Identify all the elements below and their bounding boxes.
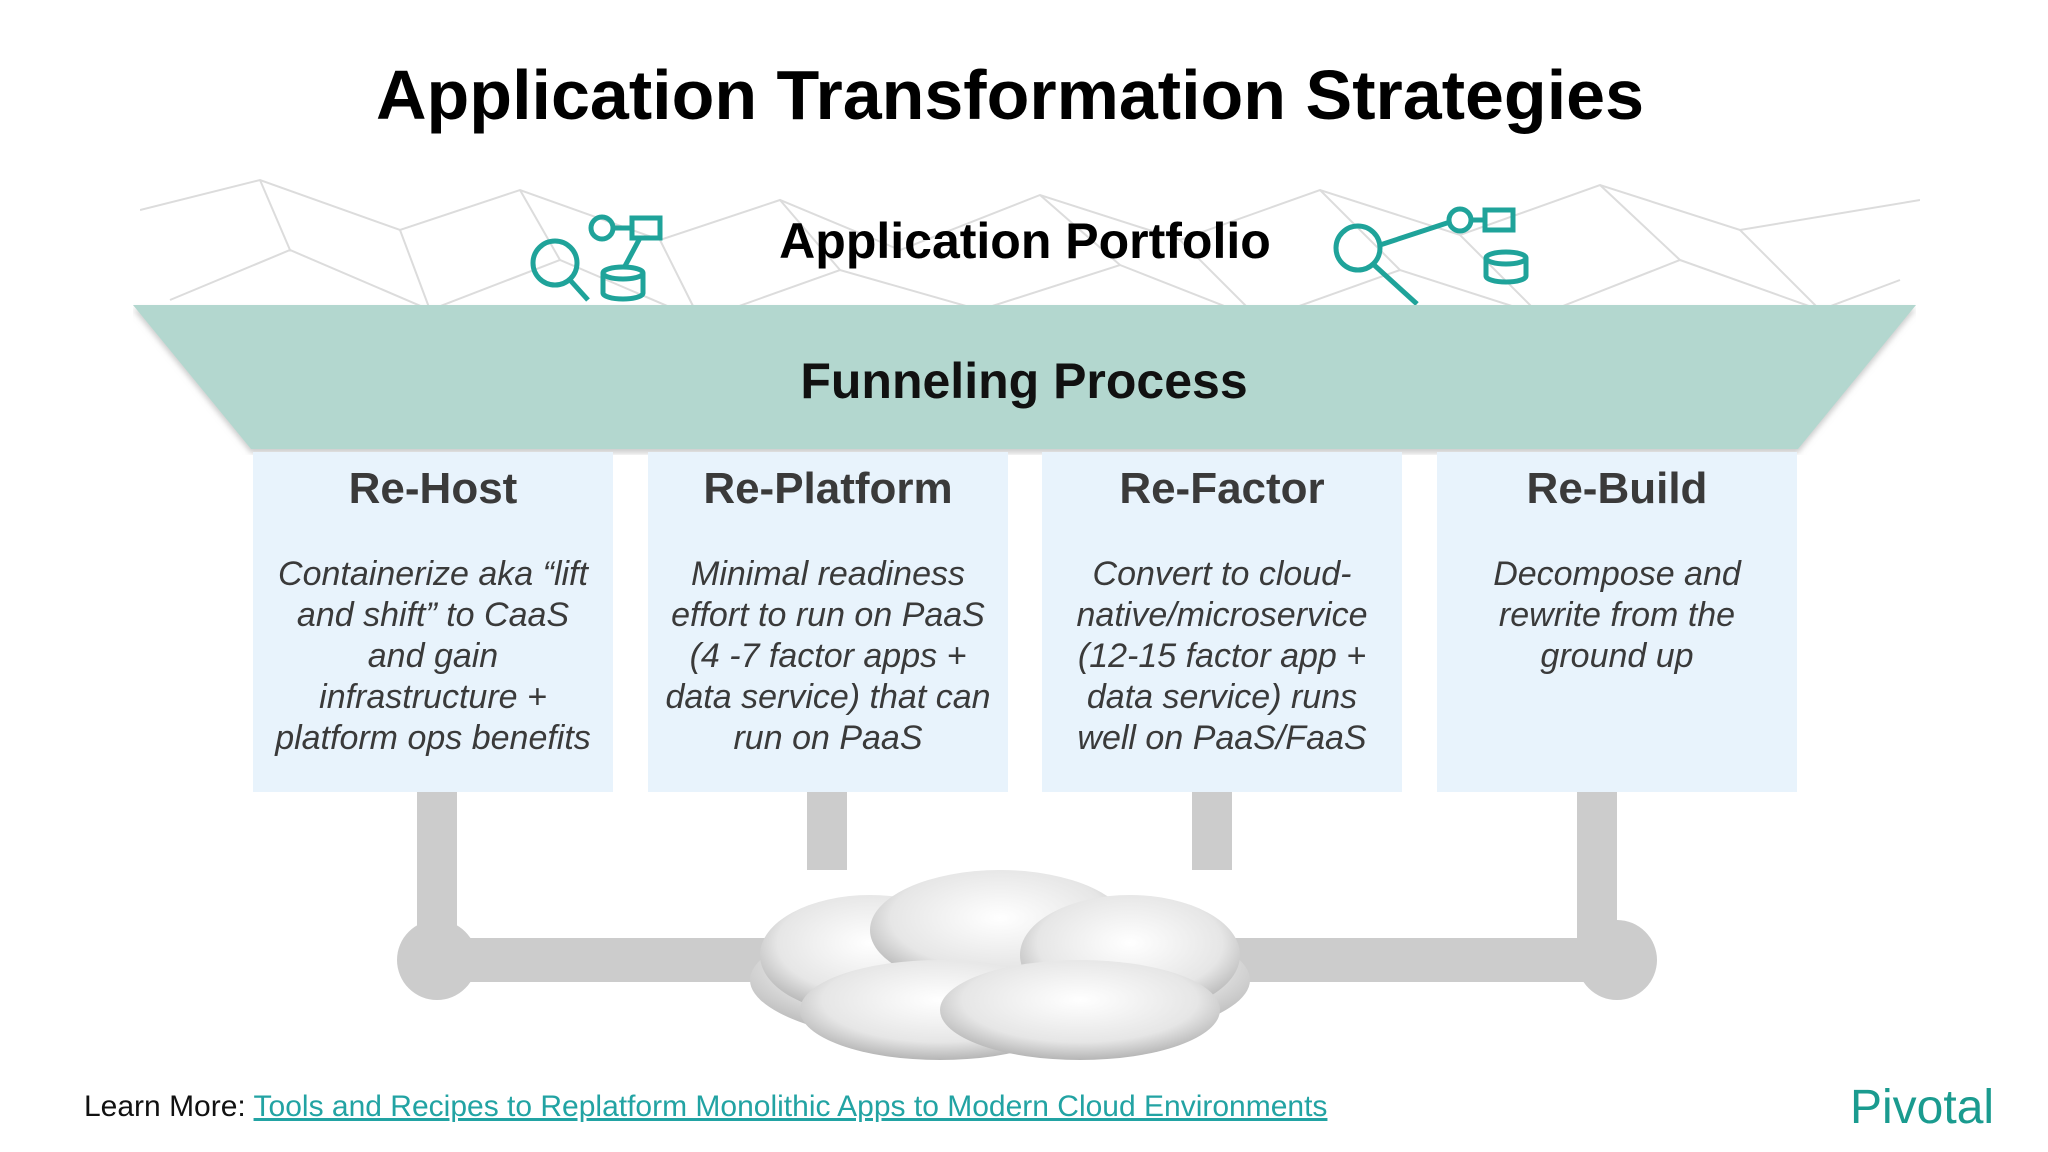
learn-more-label: Learn More: [84,1090,246,1123]
strategy-title: Re-Host [348,464,518,513]
strategy-description: Decompose and rewrite from the ground up [1493,555,1741,675]
learn-more-link[interactable]: Tools and Recipes to Replatform Monolith… [253,1090,1328,1123]
pivotal-logo: Pivotal [1850,1081,1995,1134]
strategy-card-replatform: Re-Platform Minimal readiness effort to … [648,452,1008,792]
portfolio-label: Application Portfolio [779,213,1271,269]
network-background [140,178,1920,322]
strategy-card-rebuild: Re-Build Decompose and rewrite from the … [1437,452,1797,792]
strategy-description: Containerize aka “lift and shift” to Caa… [275,555,591,757]
strategy-description: Minimal readiness effort to run on PaaS … [665,555,991,757]
funnel-label: Funneling Process [800,353,1248,409]
search-network-icon [1333,206,1529,306]
strategy-title: Re-Platform [703,464,953,513]
strategy-title: Re-Factor [1119,464,1325,513]
funnel-shape [133,305,1916,449]
strategy-description: Convert to cloud-native/microservice (12… [1076,555,1368,757]
footer: Learn More: Tools and Recipes to Replatf… [84,1090,1327,1124]
search-network-icon [530,214,663,302]
slide-title: Application Transformation Strategies [376,56,1644,134]
cloud-icon [750,870,1250,1060]
strategy-card-refactor: Re-Factor Convert to cloud-native/micros… [1042,452,1402,792]
strategy-title: Re-Build [1526,464,1708,513]
strategy-card-rehost: Re-Host Containerize aka “lift and shift… [253,452,613,792]
